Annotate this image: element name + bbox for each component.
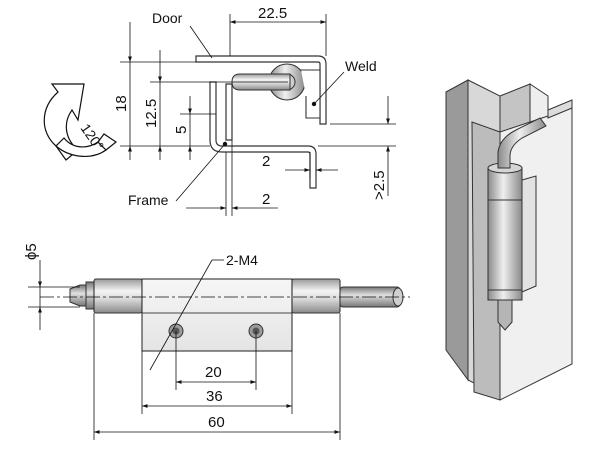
front-view: 2-M4 ϕ5 20 36 60 bbox=[23, 243, 410, 440]
barrel-right bbox=[291, 278, 341, 314]
dim-36: 36 bbox=[206, 388, 223, 405]
hinge-knuckle bbox=[231, 63, 321, 119]
dim-18: 18 bbox=[113, 95, 130, 112]
dim-dia-5: ϕ5 bbox=[23, 243, 40, 260]
curved-arrow-icon bbox=[43, 83, 118, 161]
isometric-view bbox=[445, 79, 573, 401]
dim-20: 20 bbox=[205, 364, 222, 381]
dim-60: 60 bbox=[208, 414, 225, 431]
door-plate bbox=[195, 55, 327, 125]
weld-label: Weld bbox=[345, 58, 377, 74]
frame-profile bbox=[209, 81, 317, 189]
section-view: 120° 22.5 Door Weld Frame bbox=[43, 5, 396, 216]
dim-2-upper: 2 bbox=[262, 153, 270, 170]
barrel-left bbox=[93, 278, 143, 314]
dim-22-5: 22.5 bbox=[258, 5, 287, 22]
frame-label: Frame bbox=[128, 192, 169, 208]
dim-ge-2-5: >2.5 bbox=[371, 170, 388, 200]
thread-label: 2-M4 bbox=[226, 252, 258, 268]
door-label: Door bbox=[152, 10, 183, 26]
dim-5: 5 bbox=[173, 126, 190, 134]
dim-2-lower: 2 bbox=[262, 191, 270, 208]
dim-12-5: 12.5 bbox=[143, 99, 160, 128]
frame-arm bbox=[225, 83, 233, 141]
leaf-plate bbox=[141, 278, 293, 352]
